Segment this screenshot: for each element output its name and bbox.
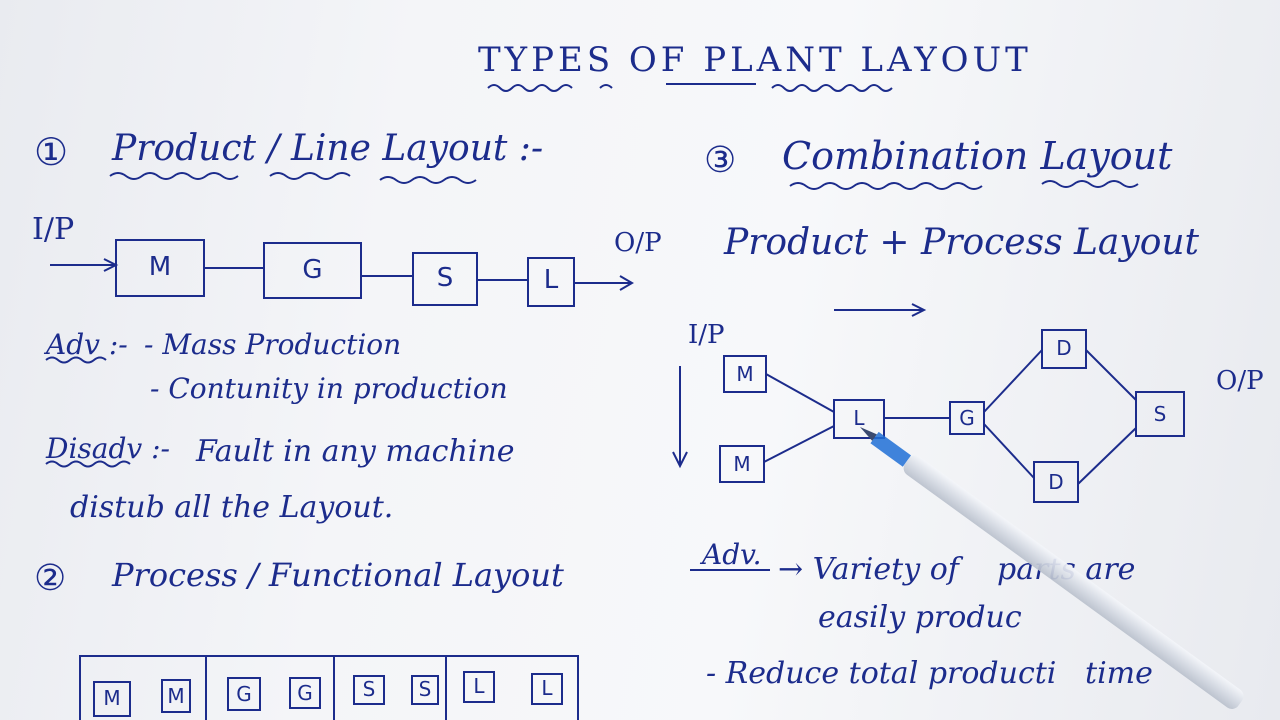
section2-number: ②	[34, 558, 67, 599]
disadvantage-line-2: distub all the Layout.	[70, 490, 394, 525]
advantage-2: - Contunity in production	[150, 372, 508, 405]
section3-heading: Combination Layout	[782, 134, 1173, 178]
process-m1-box: M	[103, 686, 121, 710]
adv-label: Adv :-	[46, 328, 128, 361]
section1-output-label: O/P	[614, 228, 662, 258]
section3-subheading: Product + Process Layout	[724, 222, 1200, 263]
section3-output-label: O/P	[1216, 366, 1264, 396]
combo-d2-box: D	[1048, 470, 1064, 494]
process-g1-box: G	[236, 682, 252, 706]
disadv-label: Disadv :-	[46, 432, 171, 465]
process-s1-box: S	[362, 677, 376, 701]
machine-g-box: G	[302, 255, 323, 285]
section3-adv-label: Adv.	[702, 538, 762, 571]
section1-number: ①	[34, 130, 69, 174]
machine-l-box: L	[543, 265, 559, 295]
combo-s-box: S	[1153, 402, 1167, 426]
section1-heading: Product / Line Layout :-	[112, 128, 544, 169]
section3-adv-line-3: - Reduce total producti time	[706, 656, 1153, 691]
section3-adv-line-2: easily produc	[818, 600, 1022, 635]
process-g2-box: G	[297, 681, 313, 705]
pen-pointer-icon	[860, 427, 1244, 709]
section3-input-label: I/P	[688, 320, 725, 350]
process-m2-box: M	[167, 684, 185, 708]
machine-s-box: S	[436, 263, 454, 293]
combo-l-box: L	[853, 406, 865, 430]
combo-d1-box: D	[1056, 336, 1072, 360]
combo-g-box: G	[959, 406, 975, 430]
disadvantage-line-1: Fault in any machine	[196, 434, 515, 469]
process-s2-box: S	[418, 677, 432, 701]
section1-input-label: I/P	[32, 212, 75, 247]
process-l1-box: L	[473, 674, 485, 698]
process-l2-box: L	[541, 676, 553, 700]
page-title: TYPES OF PLANT LAYOUT	[478, 40, 1032, 80]
advantage-1: - Mass Production	[144, 328, 402, 361]
combo-m2-box: M	[733, 452, 751, 476]
section2-heading: Process / Functional Layout	[112, 556, 564, 594]
combo-m1-box: M	[736, 362, 754, 386]
machine-m-box: M	[148, 252, 172, 282]
section3-number: ③	[704, 140, 737, 181]
